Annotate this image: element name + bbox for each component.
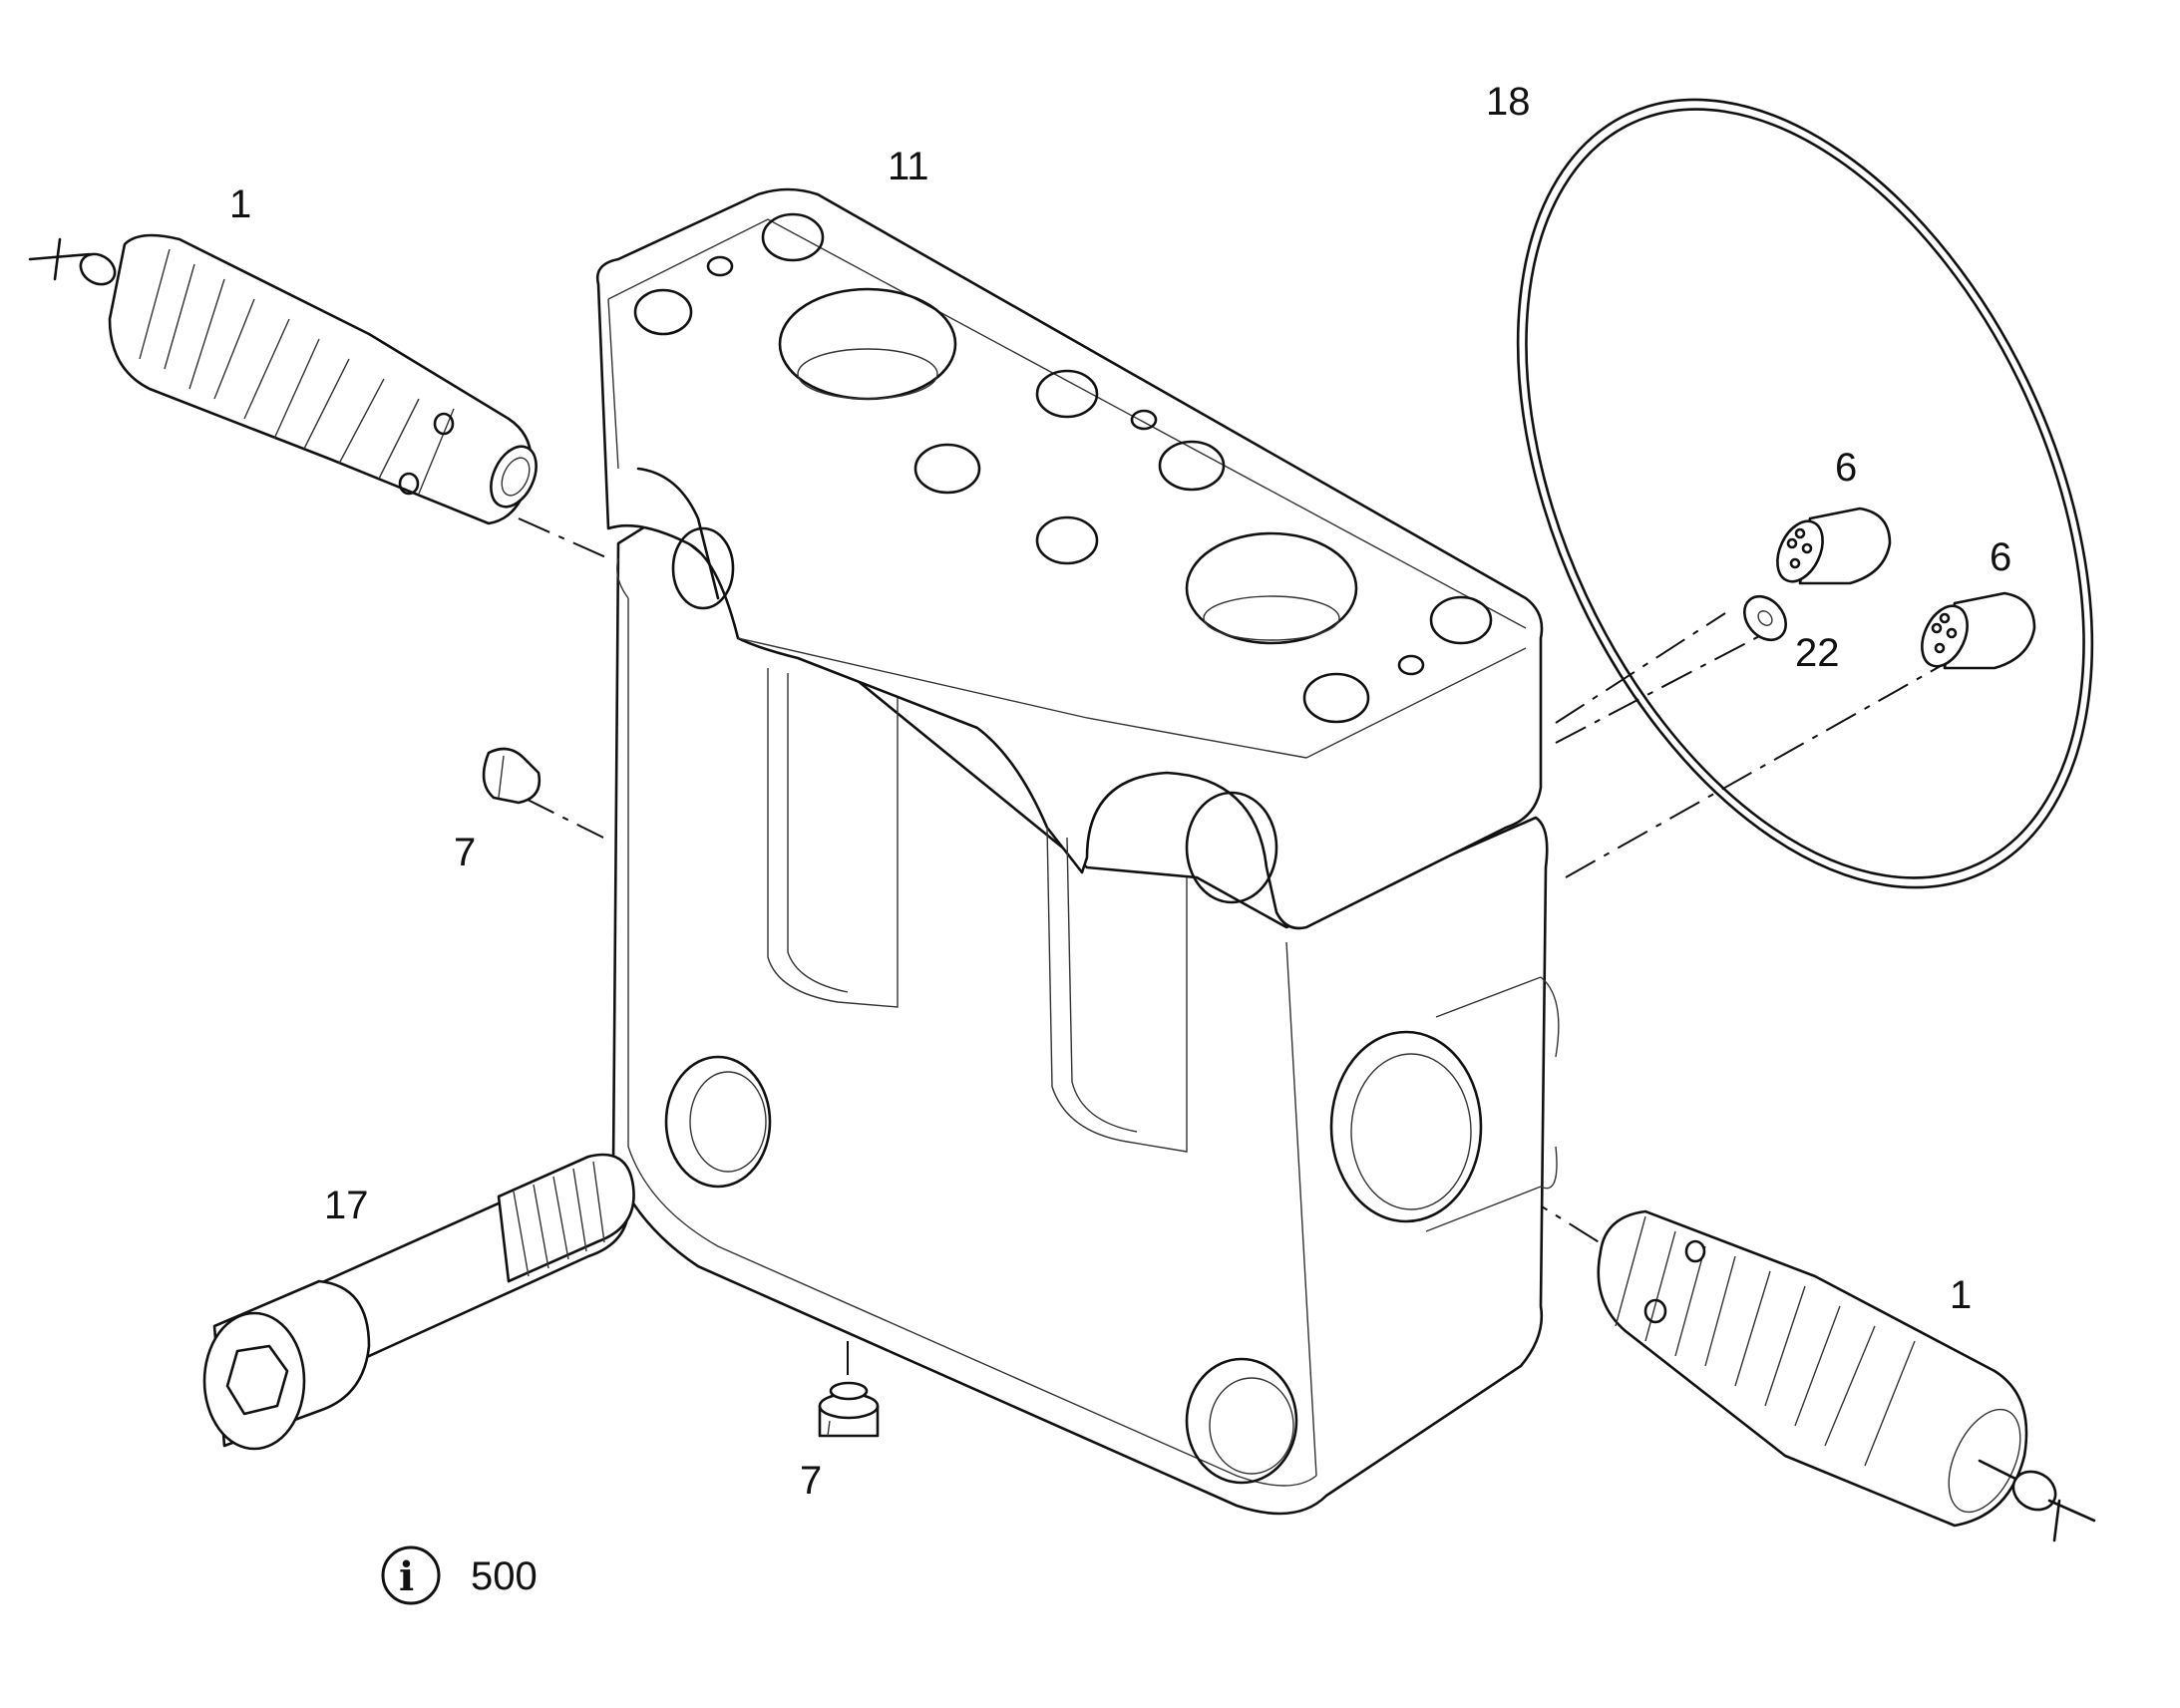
valve-cartridge-bottom-right <box>1597 1209 2096 1542</box>
housing-part <box>595 187 1560 1516</box>
plug-part-upper <box>1776 507 1892 585</box>
label-part-17: 17 <box>324 1184 369 1227</box>
washer-part <box>1743 594 1787 642</box>
info-circle-icon: i <box>381 1545 441 1605</box>
screw-part-upper <box>482 747 542 805</box>
o-ring-part <box>1516 98 2094 889</box>
label-part-6-upper: 6 <box>1835 446 1857 490</box>
label-part-1-top: 1 <box>229 182 251 226</box>
info-reference: i 500 <box>381 1545 538 1605</box>
valve-cartridge-top-left <box>28 233 538 525</box>
bolt-part <box>202 1153 635 1451</box>
label-part-1-bottom: 1 <box>1950 1273 1972 1317</box>
svg-text:i: i <box>399 1553 414 1600</box>
label-part-6-lower: 6 <box>1990 535 2011 579</box>
info-reference-number: 500 <box>471 1554 538 1598</box>
part-labels: 1 1 6 6 7 7 11 17 18 22 <box>229 80 2011 1503</box>
label-part-22: 22 <box>1795 631 1840 675</box>
label-part-11: 11 <box>888 145 929 188</box>
plug-part-lower <box>1921 591 2036 670</box>
label-part-7-lower: 7 <box>800 1459 822 1503</box>
screw-part-lower <box>818 1381 880 1438</box>
label-part-7-upper: 7 <box>454 831 476 874</box>
label-part-18: 18 <box>1486 80 1531 124</box>
